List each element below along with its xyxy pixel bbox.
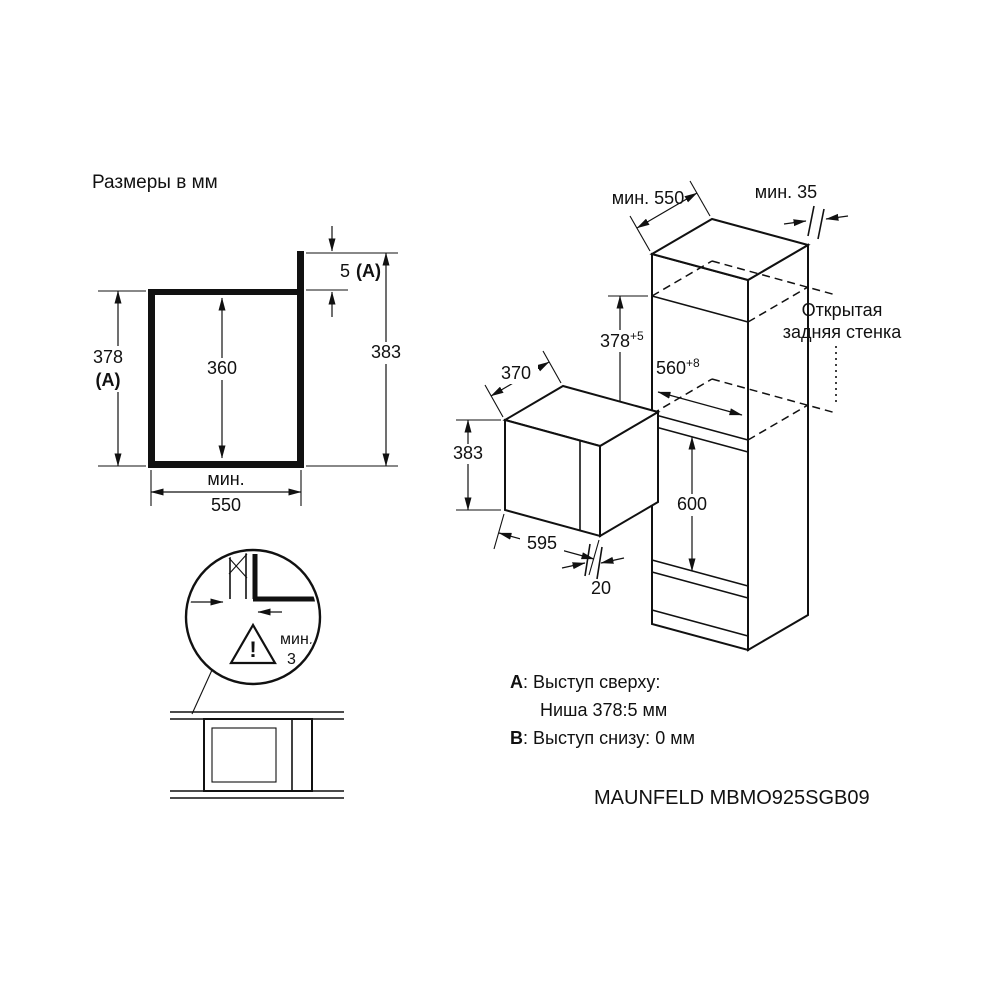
dim-cabinet-niche-height: 378+5 [594, 295, 648, 415]
detail-min-label: мин. [280, 631, 313, 648]
microwave-front-face [504, 418, 601, 538]
niche-top-wall [148, 289, 297, 295]
dim-20-label: 20 [591, 578, 611, 598]
dim-378-ref: (A) [96, 370, 121, 390]
detail-leader-line [191, 669, 213, 715]
niche-right-panel [297, 251, 304, 468]
front-view: 378 (A) 360 5 (A) 383 [88, 226, 408, 515]
lower-shelf-bottom-edge [651, 571, 749, 599]
dim-microwave-width: 595 [493, 513, 600, 576]
microwave-front-outline [203, 718, 313, 792]
note-a-line2: Ниша 378:5 мм [540, 700, 667, 720]
dim-niche-height-label: 378+5 [600, 329, 644, 351]
niche-left-wall [148, 289, 155, 468]
dim-360-label: 360 [207, 358, 237, 378]
shelf-top-edge [651, 413, 749, 441]
dim-lower-clearance: 600 [668, 436, 716, 572]
flush-mount-drawing [170, 711, 344, 799]
page-title: Размеры в мм [92, 172, 218, 193]
dim-cabinet-niche-width: 560+8 [656, 356, 743, 416]
open-back-label-line2: задняя стенка [783, 322, 902, 342]
shelf-bottom-edge [651, 425, 749, 453]
dim-600-label: 600 [677, 494, 707, 514]
dim-550-label: 550 [211, 495, 241, 515]
open-back-dashed-edges [651, 260, 837, 441]
warning-triangle-icon [229, 622, 277, 665]
dim-min-label: мин. [207, 469, 244, 489]
microwave-iso-view: 370 383 595 20 [444, 350, 661, 598]
dim-rear-gap-label: мин. 35 [755, 182, 817, 202]
dim-rear-gap: мин. 35 [755, 182, 849, 240]
dim-cabinet-depth: мин. 550 [612, 180, 711, 252]
niche-top-edge [651, 295, 749, 323]
dim-top-gap: 5 (A) [306, 226, 381, 317]
dim-protrusion: 20 [561, 543, 625, 598]
door-glass-outline [211, 727, 277, 783]
dim-microwave-depth: 370 [484, 350, 562, 418]
detail-circle: ! мин. 3 [184, 548, 322, 715]
cabinet-side-face [747, 243, 809, 652]
dim-niche-width: мин. 550 [150, 469, 302, 515]
open-back-label-line1: Открытая [802, 300, 883, 320]
note-b: B: Выступ снизу: 0 мм [510, 728, 695, 748]
lower-shelf-top-edge [651, 559, 749, 587]
dim-5-label: 5 [340, 261, 350, 281]
dim-5-ref: (A) [356, 261, 381, 281]
dim-378-label: 378 [93, 347, 123, 367]
cabinet-top-face [649, 217, 811, 282]
niche-bottom-wall [148, 461, 304, 468]
dim-383-mw-label: 383 [453, 443, 483, 463]
cabinet-iso-view: Открытая задняя стенка мин. 550 мин. 35 … [594, 180, 902, 652]
note-a: A: Выступ сверху: [510, 672, 660, 692]
dim-595-label: 595 [527, 533, 557, 553]
detail-circle-content: ! мин. 3 [190, 553, 317, 668]
dim-niche-height: 378 (A) [88, 290, 146, 467]
model-name: MAUNFELD MBMO925SGB09 [594, 787, 870, 809]
dim-microwave-height: 383 [444, 419, 501, 511]
dim-inner-height: 360 [198, 297, 246, 459]
notes-block: A: Выступ сверху: Ниша 378:5 мм B: Высту… [510, 672, 695, 748]
detail-min-value: 3 [287, 651, 296, 668]
dim-depth-label: мин. 550 [612, 188, 684, 208]
dim-370-label: 370 [501, 363, 531, 383]
cabinet-floor-edge [651, 609, 749, 637]
cabinet-front-face [651, 252, 749, 652]
dim-panel-height: 383 [306, 252, 408, 467]
warning-exclamation: ! [249, 637, 256, 662]
dim-niche-width-label: 560+8 [656, 356, 700, 378]
detail-circle-outline [184, 548, 322, 686]
dim-383-label: 383 [371, 342, 401, 362]
